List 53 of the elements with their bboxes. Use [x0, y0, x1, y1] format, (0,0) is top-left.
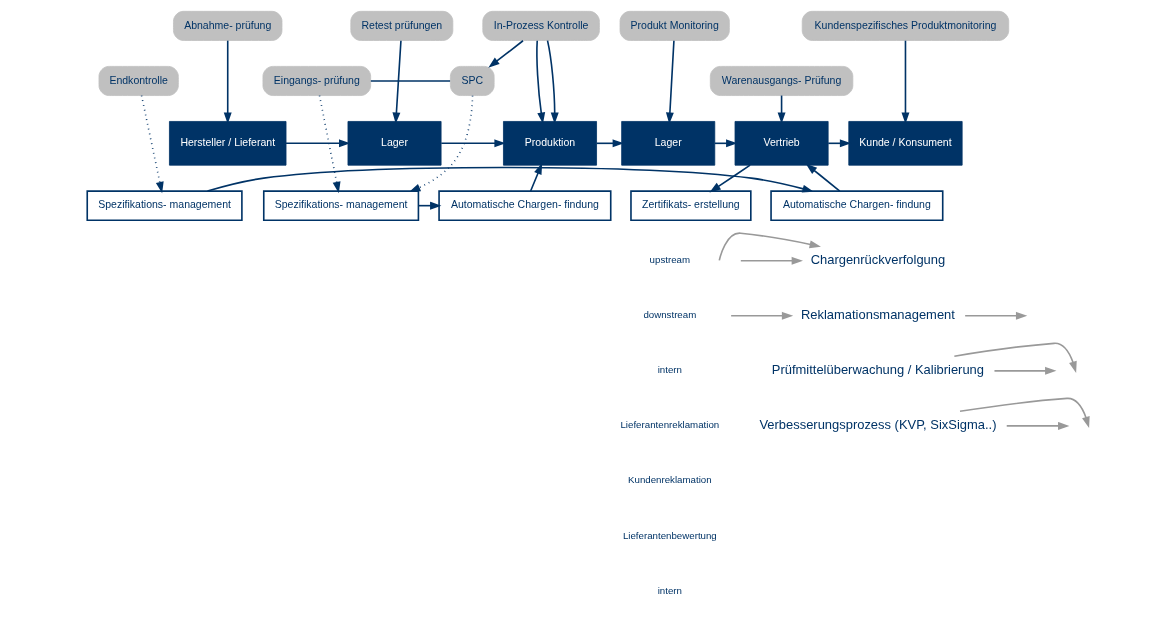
arrow	[206, 166, 814, 193]
arrow	[739, 256, 803, 265]
label: upstream	[649, 254, 690, 266]
node-box: Lager	[347, 121, 441, 166]
arrow	[529, 163, 542, 192]
arrow	[953, 342, 1077, 373]
node-box: Hersteller / Lieferant	[168, 121, 286, 166]
arrow	[535, 39, 545, 124]
node-text: Chargenrückverfolgung	[810, 251, 945, 267]
node-box: In-Prozess Kontrolle	[481, 10, 600, 41]
arrow	[963, 311, 1027, 320]
arrow	[391, 39, 402, 124]
node-box: SPC	[449, 66, 495, 96]
arrow	[708, 164, 751, 193]
node-box: Spezifikations- management	[262, 190, 419, 222]
arrow	[729, 311, 793, 320]
arrow	[665, 39, 675, 124]
connector	[369, 80, 451, 82]
label: Lieferantenbewertung	[622, 529, 717, 541]
node-box: Spezifikations- management	[85, 190, 243, 222]
node-box: Kundenspezifisches Produktmonitoring	[801, 10, 1009, 41]
node-box: Kunde / Konsument	[847, 121, 963, 166]
arrow	[223, 39, 232, 124]
arrow	[487, 39, 524, 68]
arrow	[993, 366, 1056, 375]
node-box: Retest prüfungen	[349, 10, 453, 41]
node-text: Prüfmittelüberwachung / Kalibrierung	[771, 361, 984, 377]
arrow	[284, 139, 350, 148]
label: intern	[657, 584, 682, 596]
arrow	[718, 232, 821, 262]
arrow	[958, 397, 1090, 428]
node-box: Produkt Monitoring	[619, 10, 730, 41]
label: downstream	[642, 309, 696, 321]
node-box: Zertifikats- erstellung	[629, 190, 752, 222]
label: intern	[657, 364, 682, 376]
node-text: Reklamationsmanagement	[800, 306, 955, 322]
arrow	[901, 39, 909, 124]
node-text: Verbesserungsprozess (KVP, SixSigma..)	[758, 416, 996, 432]
label: Kundenreklamation	[627, 474, 712, 486]
node-box: Abnahme- prüfung	[172, 10, 282, 41]
node-box: Automatische Chargen- findung	[437, 190, 612, 222]
arrow	[1005, 421, 1069, 430]
node-box: Endkontrolle	[98, 66, 179, 96]
node-box: Warenausgangs- Prüfung	[709, 66, 853, 96]
node-box: Vertrieb	[734, 121, 829, 166]
node-box: Eingangs- prüfung	[262, 66, 371, 96]
arrow	[546, 39, 559, 124]
arrow	[805, 163, 841, 192]
node-box: Lager	[620, 121, 715, 166]
arrow	[440, 139, 506, 148]
label: Lieferantenreklamation	[619, 419, 719, 431]
node-box: Automatische Chargen- findung	[769, 190, 944, 222]
node-box: Produktion	[502, 121, 597, 166]
